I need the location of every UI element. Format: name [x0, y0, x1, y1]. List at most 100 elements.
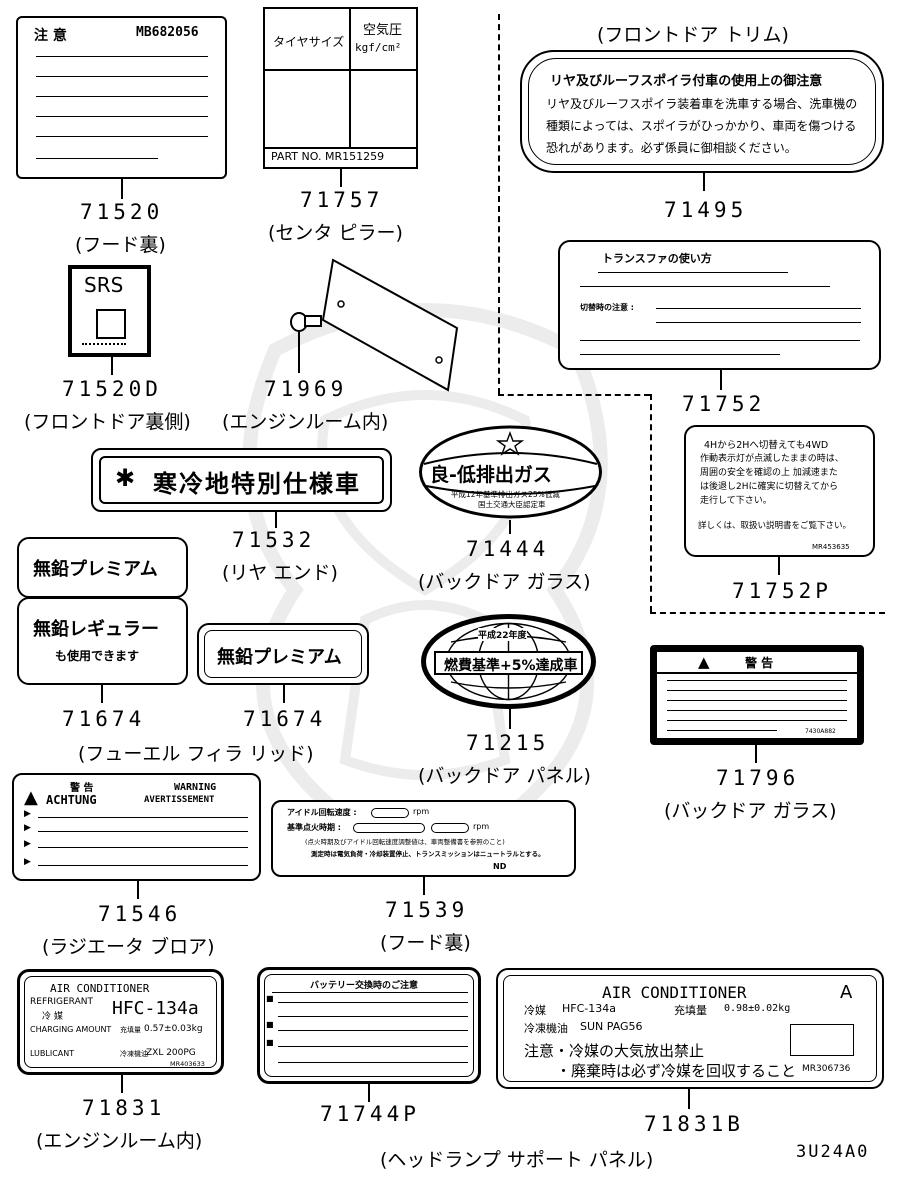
- label-71532[interactable]: ✱ 寒冷地特別仕様車: [91, 448, 392, 512]
- snowflake-icon: ✱: [115, 464, 136, 492]
- col-pressure: 空気圧: [363, 23, 403, 38]
- label-code: MR403633: [170, 1060, 205, 1068]
- label-title: トランスファの使い方: [602, 252, 712, 265]
- label-71744p[interactable]: バッテリー交換時のご注意 ■ ■ ■: [257, 967, 481, 1084]
- label-71546[interactable]: ▲ 警 告 WARNING ACHTUNG AVERTISSEMENT ▶ ▶ …: [12, 773, 261, 881]
- label-title: バッテリー交換時のご注意: [310, 981, 419, 991]
- warning-triangle-icon: ▲: [698, 653, 710, 671]
- srs-text: SRS: [84, 273, 124, 297]
- label-71752[interactable]: トランスファの使い方 切替時の注意 :: [558, 240, 881, 370]
- label-71520[interactable]: 注 意 MB682056: [16, 16, 227, 179]
- label-sub-1: 平成12年基準排出ガス25%低減: [451, 490, 560, 499]
- label-code: MR453635: [812, 543, 850, 551]
- label-sub: も使用できます: [55, 649, 140, 663]
- part-number: 71674: [62, 707, 146, 731]
- part-location: (リヤ エンド): [222, 562, 338, 584]
- label-71674-c[interactable]: 無鉛プレミアム: [197, 623, 369, 685]
- label-sub-2: 国土交通大臣認定車: [478, 500, 546, 509]
- label-body-2: 作動表示灯が点滅したままの時は、: [700, 454, 844, 464]
- label-body-6: 詳しくは、取扱い説明書をご覧下さい。: [698, 521, 852, 531]
- part-number: 71969: [264, 377, 348, 401]
- part-number: 71215: [466, 731, 550, 755]
- warning-triangle-icon: ▲: [24, 787, 38, 808]
- lubricant-oil: ZXL 200PG: [146, 1048, 196, 1058]
- part-number: 71674: [243, 707, 327, 731]
- lubricant-oil: SUN PAG56: [580, 1020, 643, 1033]
- timing-label: 基準点火時期 :: [287, 823, 341, 832]
- charging-amount: 0.98±0.02kg: [724, 1003, 791, 1014]
- col-pressure-unit: kgf/cm²: [355, 41, 402, 54]
- label-body-3: 恐れがあります。必ず係員に御相談ください。: [546, 141, 797, 155]
- rpm-unit: rpm: [413, 807, 430, 816]
- part-number: 71495: [664, 198, 748, 222]
- plate-71969[interactable]: [285, 258, 460, 393]
- label-text: 良-低排出ガス: [430, 464, 552, 486]
- label-mark: A: [840, 982, 853, 1003]
- label-71796[interactable]: ▲ 警 告 7430A882: [650, 645, 864, 745]
- lubricant-jp: 冷凍機油: [120, 1050, 148, 1058]
- label-avertissement: AVERTISSEMENT: [144, 795, 215, 805]
- lubricant-label: LUBLICANT: [30, 1049, 75, 1058]
- part-number: 71757: [300, 188, 384, 212]
- label-71495[interactable]: リヤ及びルーフスポイラ付車の使用上の御注意 リヤ及びルーフスポイラ装着車を洗車す…: [520, 50, 884, 173]
- col-tire-size: タイヤサイズ: [273, 35, 345, 49]
- label-achtung: ACHTUNG: [46, 793, 97, 807]
- label-code: MR306736: [802, 1064, 851, 1074]
- part-location: (バックドア ガラス): [664, 800, 837, 822]
- part-number: 71520: [80, 200, 164, 224]
- label-71674-a[interactable]: 無鉛プレミアム: [17, 537, 188, 598]
- label-71215[interactable]: [421, 614, 596, 709]
- label-title: AIR CONDITIONER: [50, 982, 150, 995]
- part-location: (エンジンルーム内): [222, 411, 389, 433]
- part-location: (フード裏): [75, 234, 166, 256]
- label-body-1: リヤ及びルーフスポイラ装着車を洗車する場合、洗車機の: [546, 97, 858, 111]
- idle-speed-label: アイドル回転速度 :: [287, 808, 357, 817]
- label-body-3: 周囲の安全を確認の上 加減速また: [700, 468, 838, 478]
- label-71520d[interactable]: SRS: [68, 265, 151, 357]
- part-location: (バックドア パネル): [418, 765, 591, 787]
- label-title: 注 意: [34, 28, 67, 44]
- part-number: 71744P: [320, 1102, 420, 1126]
- refrigerant-label: REFRIGERANT: [30, 997, 93, 1007]
- part-number: 71532: [232, 528, 316, 552]
- part-location: (フューエル フィラ リッド): [78, 743, 314, 765]
- label-71539[interactable]: アイドル回転速度 : rpm 基準点火時期 : rpm (点火時期及びアイドル回…: [271, 800, 576, 877]
- section-divider: [498, 14, 500, 394]
- part-location: (センタ ピラー): [268, 222, 403, 244]
- label-title: 警 告: [745, 656, 774, 670]
- label-71831[interactable]: AIR CONDITIONER REFRIGERANT 冷 媒 HFC-134a…: [17, 969, 224, 1075]
- label-71757[interactable]: タイヤサイズ 空気圧 kgf/cm² PART NO. MR151259: [263, 7, 418, 169]
- label-71674-b[interactable]: 無鉛レギュラー も使用できます: [17, 597, 188, 685]
- label-top: 警 告: [70, 783, 94, 794]
- refrigerant-gas: HFC-134a: [562, 1002, 616, 1015]
- part-no: PART NO. MR151259: [271, 150, 385, 163]
- caution-line-2: ・廃棄時は必ず冷媒を回収すること: [556, 1062, 797, 1080]
- part-number: 71752P: [732, 579, 832, 603]
- label-title: リヤ及びルーフスポイラ付車の使用上の御注意: [550, 74, 823, 89]
- rpm-unit: rpm: [473, 822, 490, 831]
- label-text: 寒冷地特別仕様車: [153, 470, 361, 498]
- section-divider: [650, 394, 652, 612]
- label-71444[interactable]: [418, 424, 603, 520]
- label-code: ND: [493, 862, 507, 871]
- label-body-2: 種類によっては、スポイラがひっかかり、車両を傷つける: [546, 119, 857, 133]
- diagram-code: 3U24A0: [796, 1142, 870, 1162]
- label-body-4: は後退し2Hに確実に切替えてから: [700, 482, 839, 492]
- part-number: 71752: [682, 392, 766, 416]
- label-text: 燃費基準+5%達成車: [444, 658, 578, 674]
- caution-line-1: 注意・冷媒の大気放出禁止: [524, 1042, 705, 1060]
- charging-label: CHARGING AMOUNT: [30, 1025, 112, 1034]
- label-top: 平成22年度: [478, 628, 527, 641]
- section-header: (フロントドア トリム): [597, 24, 789, 46]
- lubricant-label: 冷凍機油: [524, 1022, 568, 1035]
- label-71752p[interactable]: 4Hから2Hへ切替えても4WD 作動表示灯が点滅したままの時は、 周囲の安全を確…: [684, 425, 875, 557]
- refrigerant-jp: 冷 媒: [42, 1012, 63, 1022]
- part-number: 71831: [82, 1096, 166, 1120]
- charging-amount: 0.57±0.03kg: [144, 1024, 203, 1034]
- label-body-1: 4Hから2Hへ切替えても4WD: [704, 440, 829, 451]
- label-71831b[interactable]: AIR CONDITIONER A 冷媒 HFC-134a 充填量 0.98±0…: [496, 968, 884, 1089]
- part-location: (エンジンルーム内): [36, 1130, 203, 1152]
- label-note-1: (点火時期及びアイドル回転速度調整値は、車両整備書を参照のこと): [305, 838, 505, 846]
- section-divider: [650, 612, 885, 614]
- label-note-2: 測定時は電気負荷・冷却装置停止、トランスミッションはニュートラルとする。: [311, 850, 545, 858]
